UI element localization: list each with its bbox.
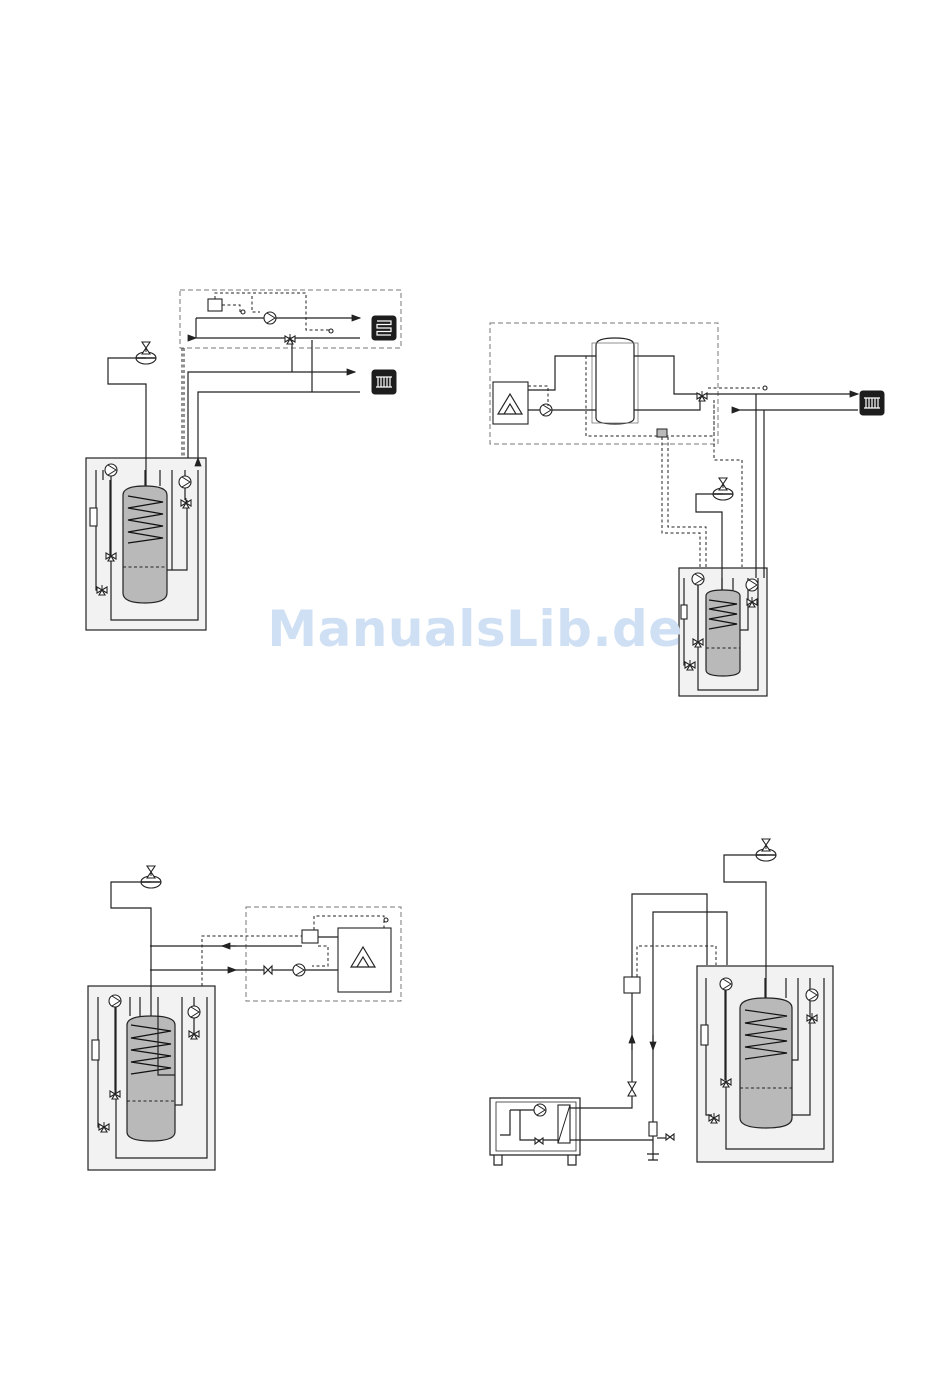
radiator-icon-1 bbox=[372, 370, 396, 394]
floor-heating-icon-1 bbox=[372, 316, 396, 340]
solar-collector-2 bbox=[493, 382, 528, 424]
diagram-3 bbox=[88, 866, 401, 1170]
radiator-icon-2 bbox=[860, 391, 884, 415]
diagram-4 bbox=[490, 839, 833, 1165]
diagram-1 bbox=[86, 290, 401, 630]
buffer-tank-2 bbox=[596, 338, 634, 424]
hot-water-tank-1 bbox=[123, 486, 167, 603]
diagram-2 bbox=[490, 323, 884, 696]
hot-water-tank-2 bbox=[706, 590, 740, 676]
hot-water-tank-4 bbox=[740, 998, 792, 1128]
